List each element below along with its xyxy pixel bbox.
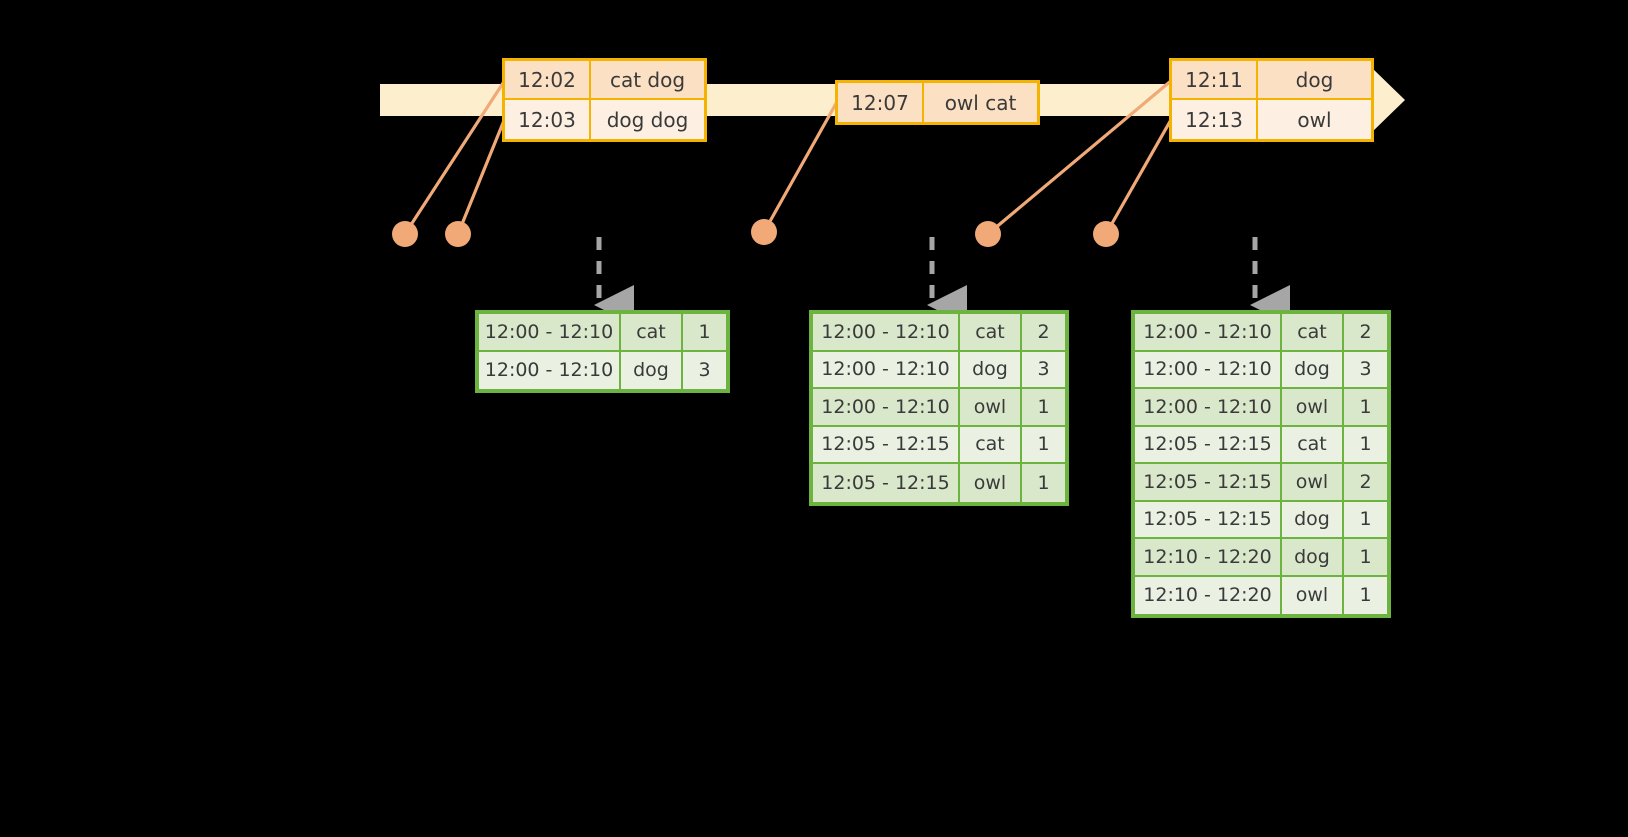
window-cell: 12:05 - 12:15 [1135,464,1282,502]
count-cell: 1 [683,314,726,352]
word-cell: owl [1282,464,1344,502]
event-timestamp: 12:02 [505,61,591,100]
count-cell: 3 [683,351,726,389]
word-cell: dog [1282,539,1344,577]
word-cell: owl [1282,389,1344,427]
connector-dot [975,221,1001,247]
connector-dot [1093,221,1119,247]
connector-line [456,117,507,235]
word-cell: owl [960,464,1022,502]
event-words: dog [1258,61,1371,100]
event-words: owl cat [924,83,1037,122]
window-cell: 12:00 - 12:10 [1135,314,1282,352]
event-timestamp: 12:07 [838,83,924,122]
word-cell: cat [960,314,1022,352]
window-cell: 12:05 - 12:15 [1135,501,1282,539]
word-cell: cat [1282,426,1344,464]
connector-line [762,99,840,233]
event-timestamp: 12:11 [1172,61,1258,100]
dashed-arrows [594,237,1290,325]
window-cell: 12:00 - 12:10 [1135,351,1282,389]
count-cell: 2 [1344,464,1387,502]
count-cell: 1 [1344,539,1387,577]
word-cell: cat [1282,314,1344,352]
window-cell: 12:05 - 12:15 [813,464,960,502]
window-cell: 12:10 - 12:20 [1135,576,1282,614]
count-cell: 2 [1344,314,1387,352]
window-cell: 12:05 - 12:15 [1135,426,1282,464]
window-cell: 12:00 - 12:10 [479,351,621,389]
word-cell: owl [1282,576,1344,614]
window-cell: 12:05 - 12:15 [813,426,960,464]
word-cell: dog [621,351,683,389]
count-cell: 1 [1344,389,1387,427]
count-cell: 1 [1344,426,1387,464]
count-cell: 3 [1344,351,1387,389]
connector-line [403,79,507,235]
word-cell: dog [1282,351,1344,389]
connector-dot [392,221,418,247]
count-cell: 3 [1022,351,1065,389]
word-cell: cat [621,314,683,352]
connector-line [1104,117,1174,235]
word-cell: dog [1282,501,1344,539]
connector-line [986,78,1174,236]
connector-dot [751,219,777,245]
event-timestamp: 12:13 [1172,100,1258,139]
count-cell: 1 [1022,464,1065,502]
connector-dot [445,221,471,247]
word-cell: cat [960,426,1022,464]
connector-dots [392,219,1119,247]
window-cell: 12:00 - 12:10 [813,389,960,427]
count-cell: 1 [1022,389,1065,427]
event-words: dog dog [591,100,704,139]
event-timestamp: 12:03 [505,100,591,139]
window-cell: 12:00 - 12:10 [813,314,960,352]
connector-lines [403,78,1174,236]
word-cell: dog [960,351,1022,389]
event-words: owl [1258,100,1371,139]
window-cell: 12:00 - 12:10 [813,351,960,389]
word-cell: owl [960,389,1022,427]
window-cell: 12:00 - 12:10 [479,314,621,352]
event-words: cat dog [591,61,704,100]
count-cell: 1 [1022,426,1065,464]
count-cell: 2 [1022,314,1065,352]
window-cell: 12:00 - 12:10 [1135,389,1282,427]
count-cell: 1 [1344,501,1387,539]
window-cell: 12:10 - 12:20 [1135,539,1282,577]
count-cell: 1 [1344,576,1387,614]
